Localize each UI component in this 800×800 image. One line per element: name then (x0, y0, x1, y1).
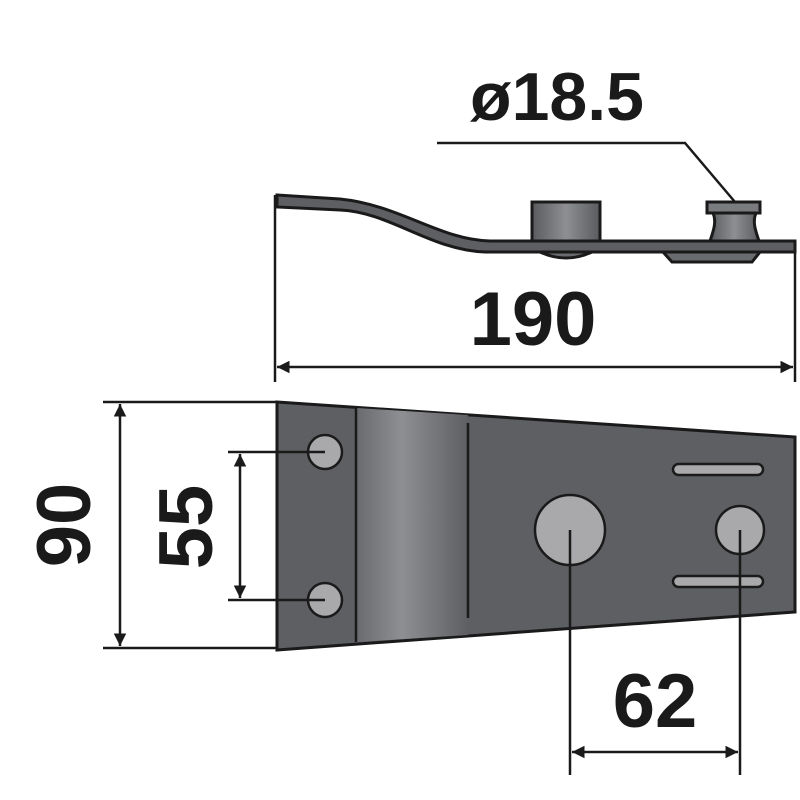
diameter-label: ø18.5 (470, 59, 644, 135)
boss (530, 200, 602, 243)
pin-cap (705, 200, 762, 215)
length-label: 190 (470, 277, 597, 362)
width-dimension (103, 400, 277, 650)
top-view (275, 400, 797, 652)
hole-spacing-vertical-dimension (228, 450, 325, 602)
hole-spacing-vertical-label: 55 (144, 485, 229, 570)
slot-bottom (671, 574, 765, 589)
hole-spacing-horizontal-label: 62 (613, 659, 698, 744)
hole-spacing-horizontal-dimension (568, 530, 742, 775)
length-dimension (273, 195, 797, 382)
width-label: 90 (22, 483, 107, 568)
bend-band (357, 408, 468, 642)
slot-top (671, 462, 765, 477)
diameter-leader (437, 141, 736, 203)
side-view (275, 193, 797, 264)
pin-body (707, 211, 762, 243)
